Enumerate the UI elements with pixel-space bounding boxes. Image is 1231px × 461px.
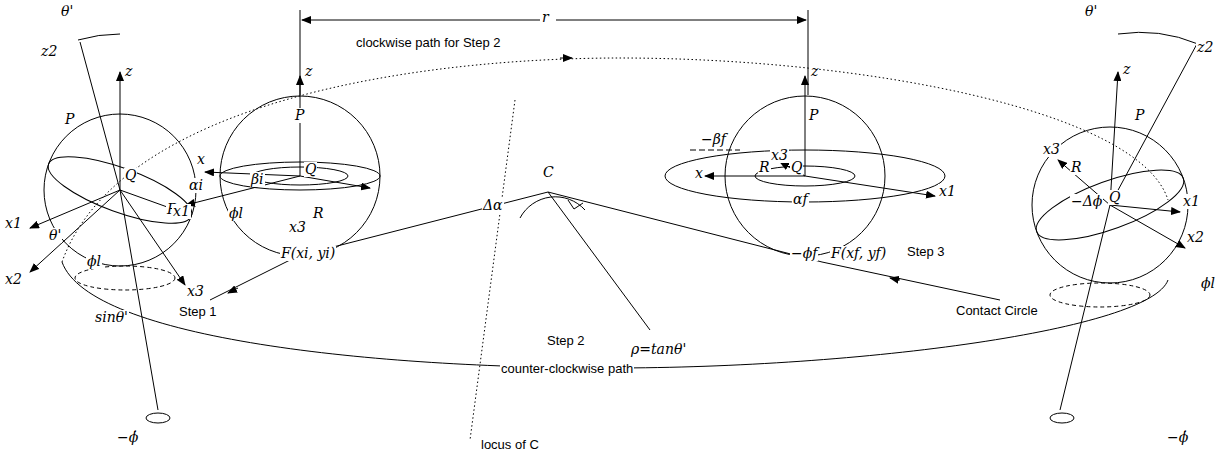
annotation-text: Contact Circle [955, 304, 1039, 318]
symbol-label: ρ=tanθ' [630, 342, 687, 357]
symbol-label: P [294, 108, 305, 123]
annotation-text: counter-clockwise path [500, 362, 634, 376]
symbol-label: F(xf, yf) [830, 246, 887, 261]
symbol-label: sinθ' [94, 310, 129, 325]
symbol-label: z [1122, 62, 1131, 77]
symbol-label: r [541, 10, 550, 25]
annotation-text: clockwise path for Step 2 [355, 36, 502, 50]
symbol-label: βi [250, 172, 265, 187]
symbol-label: F(xi, yi) [280, 246, 336, 261]
symbol-label: z2 [1196, 40, 1214, 55]
symbol-label: R [1070, 160, 1083, 175]
symbol-label: ϕl [228, 206, 244, 221]
symbol-label: x [196, 152, 206, 167]
symbol-label: R [758, 160, 771, 175]
symbol-label: P [808, 108, 819, 123]
symbol-label: θ' [1084, 4, 1098, 19]
symbol-label: x3 [770, 148, 789, 163]
symbol-label: Q [1108, 190, 1121, 205]
symbol-label: z [810, 64, 819, 79]
annotation-text: Step 3 [906, 245, 946, 259]
annotation-text: Step 1 [178, 305, 218, 319]
symbol-label: Q [124, 168, 137, 183]
annotation-text: locus of C [480, 438, 540, 452]
symbol-label: x3 [186, 284, 205, 299]
symbol-label: x2 [1186, 230, 1205, 245]
symbol-label: R [312, 206, 325, 221]
symbol-label: Δα [482, 198, 504, 213]
symbol-label: P [1134, 108, 1145, 123]
symbol-label: −ϕ̇ [116, 430, 139, 445]
symbol-label: −βf [700, 132, 727, 147]
symbol-label: x3 [288, 220, 307, 235]
symbol-label: x1 [172, 204, 191, 219]
symbol-label: x1 [1182, 194, 1201, 209]
symbol-label: C [542, 165, 555, 180]
symbol-label: −ϕ̇ [1166, 430, 1189, 445]
symbol-label: z2 [40, 44, 58, 59]
symbol-label: x1 [938, 184, 957, 199]
symbol-label: x1 [4, 216, 23, 231]
symbol-label: x3 [1042, 142, 1061, 157]
symbol-label: −Δϕ [1070, 194, 1103, 209]
symbol-label: θ' [48, 228, 62, 243]
symbol-label: x2 [4, 272, 23, 287]
symbol-label: αi [188, 178, 204, 193]
symbol-label: x [694, 166, 704, 181]
symbol-label: Q [790, 160, 803, 175]
annotation-text: Step 2 [546, 334, 586, 348]
symbol-label: z [304, 64, 313, 79]
symbol-label: z [124, 64, 133, 79]
symbol-label: Q [304, 162, 317, 177]
symbol-label: −ϕf [790, 246, 818, 261]
symbol-label: ϕl [86, 254, 102, 269]
symbol-label: ϕl [1200, 276, 1216, 291]
symbol-label: P [64, 112, 75, 127]
symbol-label: αf [792, 192, 809, 207]
symbol-label: θ' [60, 4, 74, 19]
